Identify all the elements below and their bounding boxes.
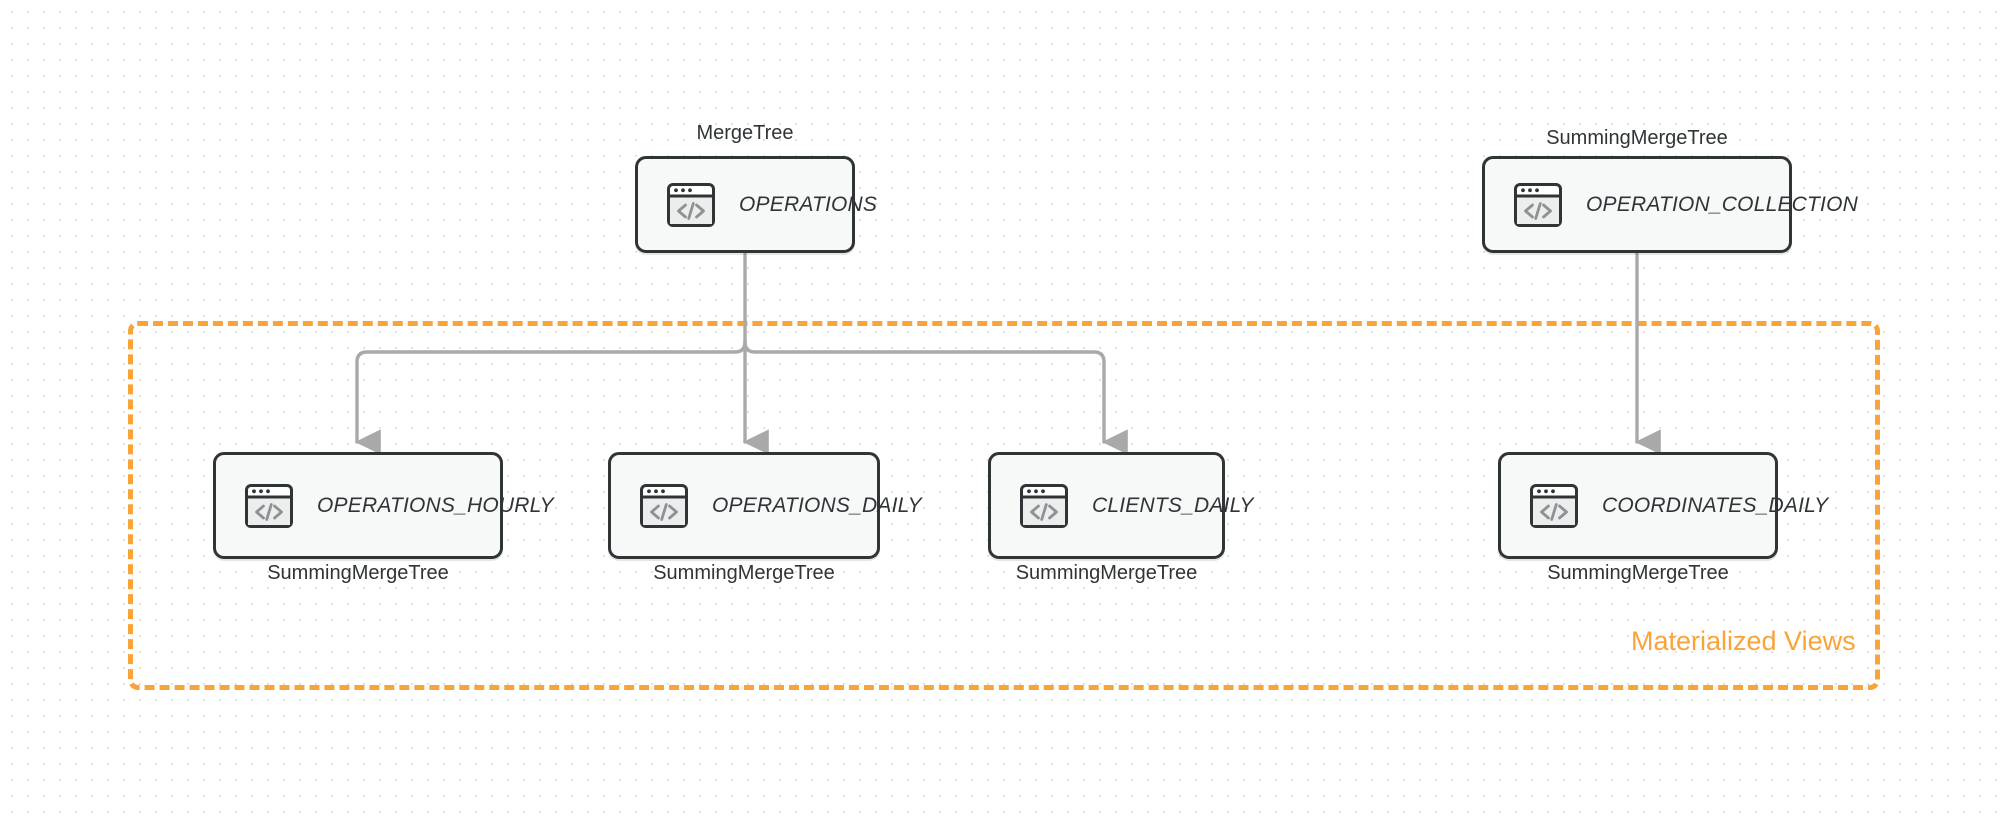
node-operations-daily[interactable]: OPERATIONS_DAILY	[608, 452, 922, 559]
node-operation-collection[interactable]: OPERATION_COLLECTION	[1482, 156, 1858, 253]
code-window-icon	[245, 483, 293, 528]
node-operations-hourly[interactable]: OPERATIONS_HOURLY	[213, 452, 554, 559]
engine-label-operation-collection: SummingMergeTree	[1546, 127, 1728, 149]
node-operations[interactable]: OPERATIONS	[635, 156, 877, 253]
engine-label-coordinates-daily: SummingMergeTree	[1547, 562, 1729, 584]
code-window-icon	[1020, 483, 1068, 528]
node-title-operations-hourly: OPERATIONS_HOURLY	[317, 493, 554, 517]
materialized-views-group-label: Materialized Views	[1631, 626, 1856, 656]
node-title-coordinates-daily: COORDINATES_DAILY	[1602, 493, 1829, 517]
code-window-icon	[640, 483, 688, 528]
code-window-icon	[1530, 483, 1578, 528]
materialized-views-group	[128, 321, 1880, 690]
node-title-operations: OPERATIONS	[739, 192, 878, 216]
node-clients-daily[interactable]: CLIENTS_DAILY	[988, 452, 1254, 559]
engine-label-operations-hourly: SummingMergeTree	[267, 562, 449, 584]
code-window-icon	[1514, 182, 1562, 227]
code-window-icon	[667, 182, 715, 227]
engine-label-operations: MergeTree	[696, 122, 794, 144]
node-coordinates-daily[interactable]: COORDINATES_DAILY	[1498, 452, 1828, 559]
engine-label-operations-daily: SummingMergeTree	[653, 562, 835, 584]
node-title-clients-daily: CLIENTS_DAILY	[1092, 493, 1254, 517]
node-title-operation-collection: OPERATION_COLLECTION	[1586, 192, 1858, 216]
engine-label-clients-daily: SummingMergeTree	[1015, 562, 1198, 584]
node-title-operations-daily: OPERATIONS_DAILY	[712, 493, 922, 517]
